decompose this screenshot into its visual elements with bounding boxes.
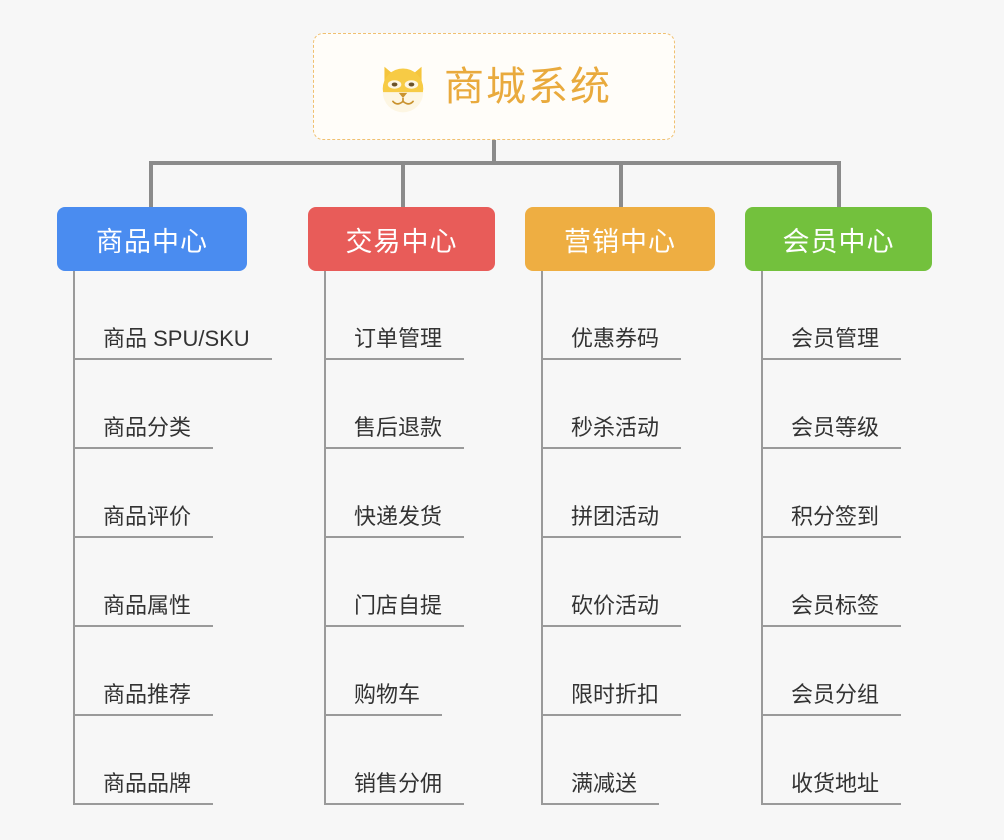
list-item[interactable]: 拼团活动 xyxy=(541,449,715,538)
list-item[interactable]: 优惠券码 xyxy=(541,271,715,360)
list-item[interactable]: 满减送 xyxy=(541,716,715,805)
leaf-label: 会员等级 xyxy=(761,415,902,449)
branch-3-leaf-list: 优惠券码 秒杀活动 拼团活动 砍价活动 限时折扣 满减送 xyxy=(541,271,715,805)
leaf-label: 销售分佣 xyxy=(324,771,465,805)
branch-2-leaf-list: 订单管理 售后退款 快递发货 门店自提 购物车 销售分佣 xyxy=(324,271,495,805)
leaf-label: 商品属性 xyxy=(73,593,214,627)
connector-drop-2 xyxy=(401,161,405,208)
connector-root-stem xyxy=(492,140,496,164)
branch-header-1-label: 商品中心 xyxy=(96,226,208,257)
branch-column-3: 营销中心 优惠券码 秒杀活动 拼团活动 砍价活动 限时折扣 满减送 xyxy=(525,207,715,805)
list-item[interactable]: 商品评价 xyxy=(73,449,247,538)
list-item[interactable]: 商品分类 xyxy=(73,360,247,449)
leaf-label: 优惠券码 xyxy=(541,326,682,360)
list-item[interactable]: 订单管理 xyxy=(324,271,495,360)
branch-header-3-label: 营销中心 xyxy=(564,226,676,257)
branch-header-3[interactable]: 营销中心 xyxy=(525,207,715,271)
list-item[interactable]: 商品品牌 xyxy=(73,716,247,805)
leaf-label: 砍价活动 xyxy=(541,593,682,627)
leaf-label: 商品品牌 xyxy=(73,771,214,805)
branch-header-4[interactable]: 会员中心 xyxy=(745,207,932,271)
branch-1-leaf-list: 商品 SPU/SKU 商品分类 商品评价 商品属性 商品推荐 商品品牌 xyxy=(73,271,272,805)
root-title: 商城系统 xyxy=(444,64,612,109)
leaf-label: 满减送 xyxy=(541,771,660,805)
leaf-label: 拼团活动 xyxy=(541,504,682,538)
list-item[interactable]: 门店自提 xyxy=(324,538,495,627)
list-item[interactable]: 售后退款 xyxy=(324,360,495,449)
root-node[interactable]: 商城系统 xyxy=(313,33,675,140)
branch-4-trunk xyxy=(761,271,763,805)
leaf-label: 收货地址 xyxy=(761,771,902,805)
leaf-label: 积分签到 xyxy=(761,504,902,538)
branch-column-2: 交易中心 订单管理 售后退款 快递发货 门店自提 购物车 销售分佣 xyxy=(308,207,495,805)
leaf-label: 门店自提 xyxy=(324,593,465,627)
leaf-label: 商品评价 xyxy=(73,504,214,538)
leaf-label: 商品推荐 xyxy=(73,682,214,716)
branch-1-trunk xyxy=(73,271,75,805)
list-item[interactable]: 秒杀活动 xyxy=(541,360,715,449)
branch-4-leaf-list: 会员管理 会员等级 积分签到 会员标签 会员分组 收货地址 xyxy=(761,271,932,805)
leaf-label: 商品 SPU/SKU xyxy=(73,326,272,360)
leaf-label: 秒杀活动 xyxy=(541,415,682,449)
leaf-label: 快递发货 xyxy=(324,504,465,538)
branch-2-trunk xyxy=(324,271,326,805)
shiba-dog-face-icon xyxy=(382,66,424,112)
connector-drop-3 xyxy=(619,161,623,208)
list-item[interactable]: 会员等级 xyxy=(761,360,932,449)
list-item[interactable]: 购物车 xyxy=(324,627,495,716)
connector-drop-1 xyxy=(149,161,153,208)
list-item[interactable]: 积分签到 xyxy=(761,449,932,538)
list-item[interactable]: 砍价活动 xyxy=(541,538,715,627)
list-item[interactable]: 收货地址 xyxy=(761,716,932,805)
leaf-label: 售后退款 xyxy=(324,415,465,449)
leaf-label: 会员标签 xyxy=(761,593,902,627)
branch-column-4: 会员中心 会员管理 会员等级 积分签到 会员标签 会员分组 收货地址 xyxy=(745,207,932,805)
list-item[interactable]: 会员分组 xyxy=(761,627,932,716)
connector-horizontal-bus xyxy=(149,161,841,165)
leaf-label: 会员分组 xyxy=(761,682,902,716)
branch-header-1[interactable]: 商品中心 xyxy=(57,207,247,271)
branch-header-2[interactable]: 交易中心 xyxy=(308,207,495,271)
leaf-label: 商品分类 xyxy=(73,415,214,449)
list-item[interactable]: 会员标签 xyxy=(761,538,932,627)
branch-header-4-label: 会员中心 xyxy=(782,226,895,257)
leaf-label: 购物车 xyxy=(324,682,443,716)
branch-column-1: 商品中心 商品 SPU/SKU 商品分类 商品评价 商品属性 商品推荐 商品品牌 xyxy=(57,207,272,805)
connector-drop-4 xyxy=(837,161,841,208)
leaf-label: 限时折扣 xyxy=(541,682,682,716)
list-item[interactable]: 商品 SPU/SKU xyxy=(73,271,272,360)
list-item[interactable]: 会员管理 xyxy=(761,271,932,360)
list-item[interactable]: 商品属性 xyxy=(73,538,247,627)
leaf-label: 会员管理 xyxy=(761,326,902,360)
leaf-label: 订单管理 xyxy=(324,326,465,360)
branch-header-2-label: 交易中心 xyxy=(345,226,458,257)
list-item[interactable]: 快递发货 xyxy=(324,449,495,538)
branch-3-trunk xyxy=(541,271,543,805)
list-item[interactable]: 销售分佣 xyxy=(324,716,495,805)
list-item[interactable]: 商品推荐 xyxy=(73,627,247,716)
list-item[interactable]: 限时折扣 xyxy=(541,627,715,716)
